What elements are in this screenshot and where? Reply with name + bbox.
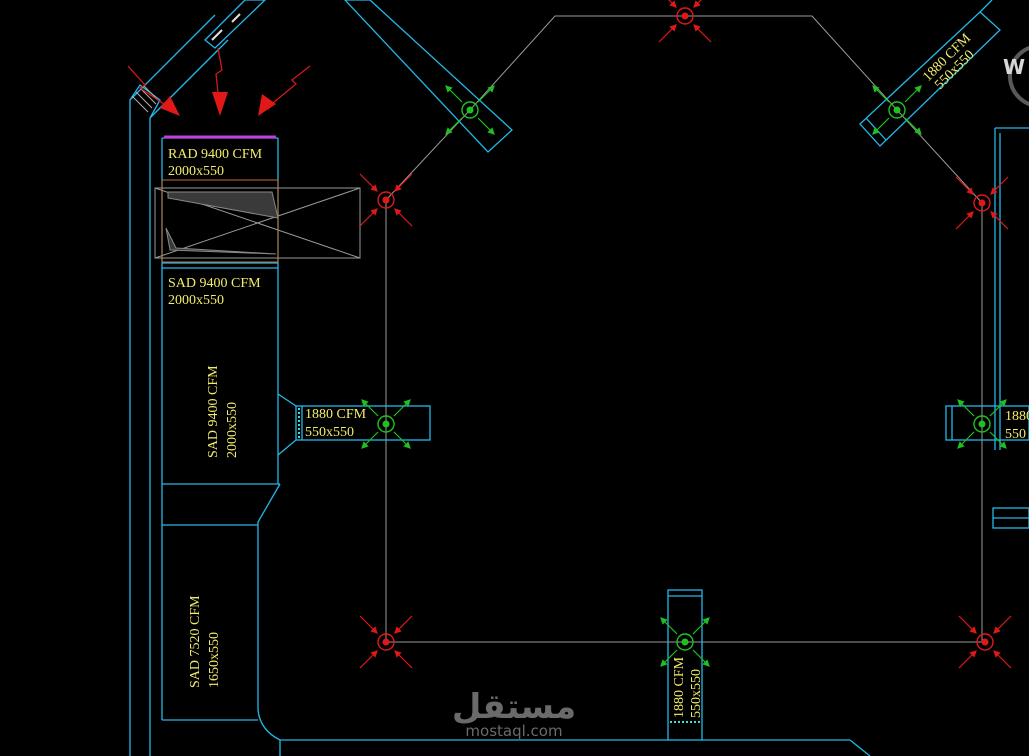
sad-lower-size: 1650x550 bbox=[207, 632, 222, 688]
return-diffuser-lower-right bbox=[958, 615, 1012, 669]
sad-vert-cfm: SAD 9400 CFM bbox=[206, 365, 221, 458]
branch-right-size: 550 bbox=[1005, 427, 1026, 442]
corner-badge bbox=[1008, 45, 1029, 107]
watermark-arabic: مستقل bbox=[452, 687, 576, 727]
supply-diffuser-top-left bbox=[445, 85, 495, 135]
sad-lower-cfm: SAD 7520 CFM bbox=[188, 595, 203, 688]
sad-vert-size: 2000x550 bbox=[225, 402, 240, 458]
return-diffuser-top bbox=[658, 0, 712, 43]
rad-main-cfm: RAD 9400 CFM bbox=[168, 147, 263, 162]
branch-bottom bbox=[280, 589, 871, 756]
branch-mid-right bbox=[945, 127, 1029, 529]
sad-main-cfm: SAD 9400 CFM bbox=[168, 276, 261, 291]
wall-hatch bbox=[131, 85, 159, 113]
supply-diffuser-bottom bbox=[660, 617, 710, 667]
corner-fragment: W bbox=[1003, 55, 1025, 79]
rad-main-size: 2000x550 bbox=[168, 164, 224, 179]
sad-main-size: 2000x550 bbox=[168, 293, 224, 308]
branch-bottom-size: 550x550 bbox=[689, 669, 704, 718]
branch-mid-cfm: 1880 CFM bbox=[305, 407, 367, 422]
return-plenum bbox=[154, 179, 361, 263]
return-diffuser-upper-right bbox=[955, 176, 1009, 230]
diffusers bbox=[359, 0, 1012, 669]
watermark: مستقل mostaql.com bbox=[452, 687, 576, 740]
connector-lines bbox=[385, 15, 983, 643]
exhaust-grille bbox=[204, 0, 266, 49]
supply-diffuser-mid-right bbox=[957, 399, 1007, 449]
branch-bottom-cfm: 1880 CFM bbox=[672, 656, 687, 718]
duct-labels: RAD 9400 CFM 2000x550 SAD 9400 CFM 2000x… bbox=[168, 31, 1029, 718]
return-diffuser-upper-left bbox=[359, 173, 413, 227]
branch-top-left bbox=[344, 0, 513, 153]
supply-diffuser-top-right bbox=[872, 85, 922, 135]
watermark-latin: mostaql.com bbox=[465, 722, 562, 740]
branch-right-cfm: 1880 bbox=[1005, 409, 1029, 424]
return-diffuser-lower-left bbox=[359, 615, 413, 669]
branch-mid-size: 550x550 bbox=[305, 425, 354, 440]
supply-diffuser-mid-left bbox=[361, 399, 411, 449]
